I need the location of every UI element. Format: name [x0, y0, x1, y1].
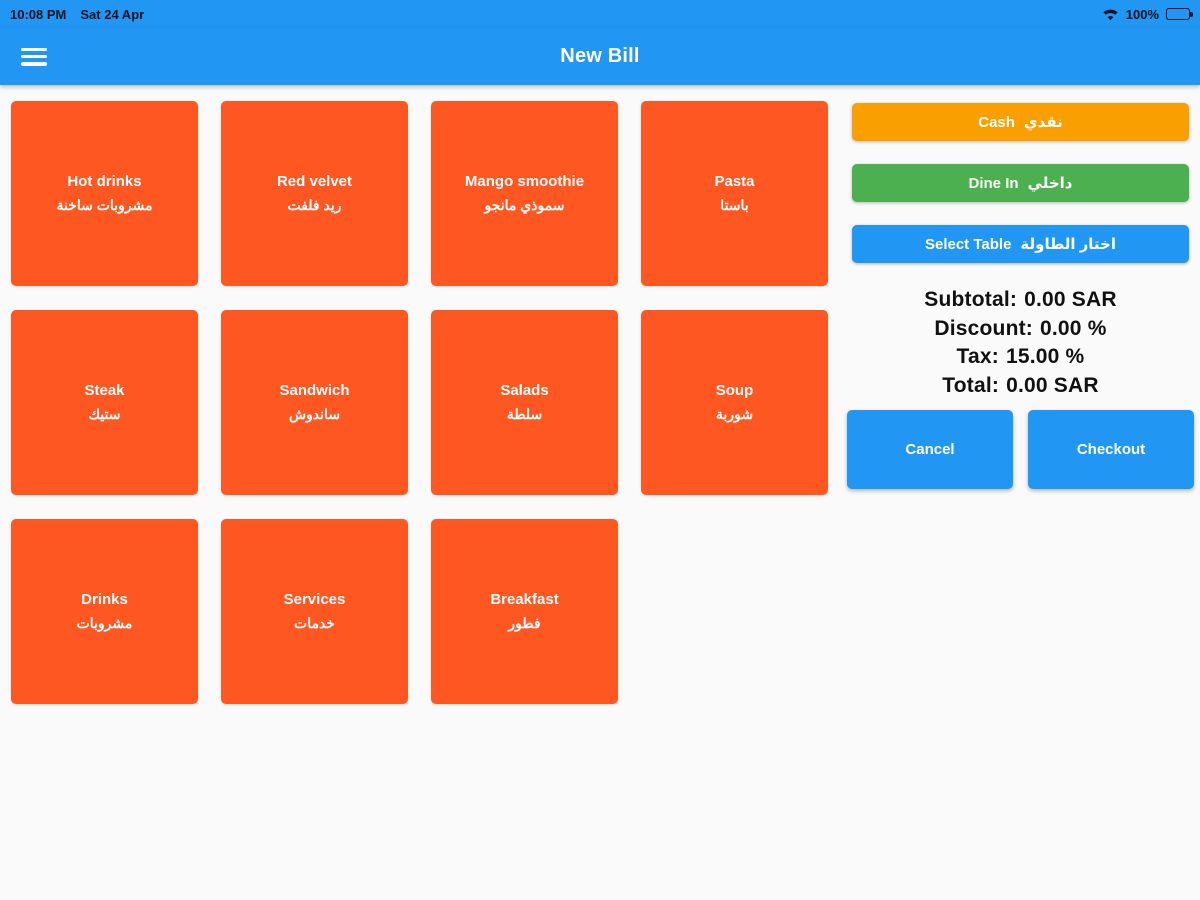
- category-tile-soup[interactable]: Soup شوربة: [641, 310, 828, 495]
- total-value: 0.00 SAR: [1006, 373, 1099, 397]
- subtotal-line: Subtotal: 0.00 SAR: [852, 286, 1189, 315]
- category-tile-steak[interactable]: Steak ستيك: [11, 310, 198, 495]
- payment-method-label-arabic: نقدي: [1023, 114, 1063, 131]
- subtotal-label: Subtotal:: [924, 288, 1018, 311]
- category-name: Steak: [84, 382, 125, 399]
- app-bar: New Bill: [0, 28, 1200, 85]
- tax-value: 15.00 %: [1005, 345, 1085, 368]
- category-name-arabic: شوربة: [715, 406, 754, 422]
- total-line: Total:0.00 SAR: [852, 372, 1189, 401]
- category-tile-breakfast[interactable]: Breakfast فطور: [431, 519, 618, 704]
- discount-label: Discount:: [934, 316, 1034, 340]
- subtotal-value: 0.00 SAR: [1024, 288, 1117, 311]
- category-tile-salads[interactable]: Salads سلطة: [431, 310, 618, 495]
- category-tile-hot-drinks[interactable]: Hot drinks مشروبات ساخنة: [11, 101, 198, 286]
- battery-percent: 100%: [1125, 6, 1159, 22]
- select-table-label-arabic: اختار الطاولة: [1020, 236, 1117, 253]
- status-bar: 10:08 PM Sat 24 Apr 100%: [0, 0, 1200, 28]
- total-label: Total:: [942, 373, 1000, 397]
- category-grid: Hot drinks مشروبات ساخنة Red velvet ريد …: [11, 101, 829, 704]
- category-name: Salads: [500, 382, 549, 399]
- tax-label: Tax:: [956, 345, 999, 368]
- page-title: New Bill: [560, 45, 640, 67]
- category-name: Services: [283, 591, 346, 608]
- category-tile-red-velvet[interactable]: Red velvet ريد فلفت: [221, 101, 408, 286]
- status-time: 10:08 PM: [10, 6, 67, 22]
- category-tile-pasta[interactable]: Pasta باستا: [641, 101, 828, 286]
- order-panel: Cash نقدي Dine In داخلي Select Table اخت…: [847, 103, 1194, 489]
- category-name-arabic: سموذي مانجو: [484, 197, 565, 213]
- status-bar-left: 10:08 PM Sat 24 Apr: [10, 7, 144, 22]
- category-name-arabic: مشروبات: [76, 615, 133, 631]
- category-name: Drinks: [81, 591, 128, 608]
- category-name-arabic: ساندوش: [288, 406, 341, 422]
- bill-actions: Cancel Checkout: [847, 410, 1194, 489]
- status-date: Sat 24 Apr: [80, 6, 145, 22]
- bill-totals: Subtotal: 0.00 SAR Discount:0.00 % Tax: 15…: [852, 286, 1189, 400]
- tax-line: Tax: 15.00 %: [852, 343, 1189, 372]
- category-name-arabic: ستيك: [88, 406, 121, 422]
- payment-method-button[interactable]: Cash نقدي: [852, 103, 1189, 141]
- checkout-button[interactable]: Checkout: [1028, 410, 1194, 489]
- category-name: Hot drinks: [67, 173, 142, 190]
- order-type-label: Dine In: [968, 174, 1019, 192]
- category-name: Pasta: [714, 173, 755, 190]
- discount-value: 0.00 %: [1040, 316, 1107, 340]
- category-name-arabic: سلطة: [506, 406, 543, 422]
- hamburger-menu-icon[interactable]: [21, 47, 47, 67]
- wifi-icon: [1103, 9, 1118, 20]
- select-table-button[interactable]: Select Table اختار الطاولة: [852, 225, 1189, 263]
- category-name-arabic: باستا: [720, 197, 749, 213]
- category-name: Sandwich: [279, 382, 350, 399]
- order-type-button[interactable]: Dine In داخلي: [852, 164, 1189, 202]
- payment-method-label: Cash: [978, 113, 1015, 131]
- select-table-label: Select Table: [924, 235, 1012, 253]
- category-name: Mango smoothie: [464, 173, 585, 190]
- category-name-arabic: مشروبات ساخنة: [56, 197, 153, 213]
- cancel-button[interactable]: Cancel: [847, 410, 1013, 489]
- category-name: Soup: [715, 382, 754, 399]
- battery-icon: [1166, 8, 1193, 20]
- status-bar-right: 100%: [1102, 6, 1193, 22]
- order-type-label-arabic: داخلي: [1027, 175, 1073, 192]
- category-tile-sandwich[interactable]: Sandwich ساندوش: [221, 310, 408, 495]
- category-tile-mango-smoothie[interactable]: Mango smoothie سموذي مانجو: [431, 101, 618, 286]
- discount-line: Discount:0.00 %: [852, 315, 1189, 344]
- category-name-arabic: خدمات: [294, 615, 335, 631]
- category-name: Red velvet: [276, 173, 353, 190]
- category-name: Breakfast: [490, 591, 559, 608]
- category-tile-services[interactable]: Services خدمات: [221, 519, 408, 704]
- category-name-arabic: ريد فلفت: [287, 197, 342, 213]
- category-tile-drinks[interactable]: Drinks مشروبات: [11, 519, 198, 704]
- category-name-arabic: فطور: [508, 615, 541, 631]
